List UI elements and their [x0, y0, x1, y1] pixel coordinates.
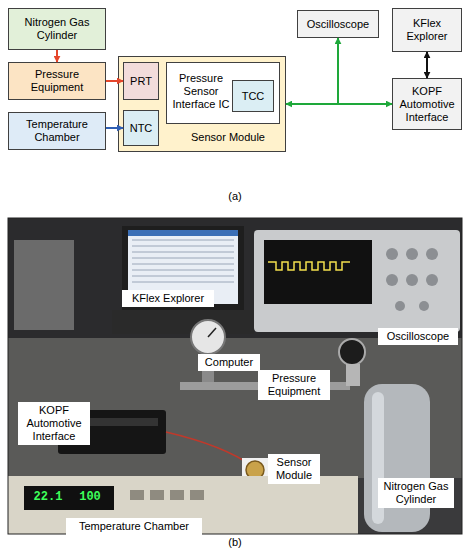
photo-label: Computer: [198, 354, 260, 371]
oscilloscope-body: [254, 230, 460, 332]
signal-trace: [268, 262, 350, 270]
node-label: NTC: [130, 122, 153, 135]
source-box: Nitrogen Gas Cylinder: [8, 8, 106, 50]
connector-arrow: [286, 38, 338, 104]
instrument-box: Oscilloscope: [297, 10, 379, 38]
laptop-lid: [122, 226, 244, 310]
circuit-box: TCC: [232, 80, 274, 112]
sensor-box: NTC: [123, 110, 159, 146]
photo-label: Pressure Equipment: [258, 370, 330, 400]
gauge-needle: [208, 328, 216, 337]
laptop-base: [112, 310, 254, 334]
photo-wall: [8, 218, 462, 338]
photo-frame: [8, 218, 462, 534]
connector-arrow: [56, 50, 58, 62]
photo-label: Sensor Module: [268, 454, 320, 484]
connector-arrow: [286, 103, 392, 105]
oscilloscope-knobs: [386, 248, 438, 311]
node-label: KFlex Explorer: [393, 17, 461, 43]
equipment-box: Temperature Chamber: [8, 112, 106, 150]
oscilloscope-screen: [264, 240, 372, 304]
photo-label: KOPF Automotive Interface: [18, 402, 90, 445]
node-label: TCC: [242, 90, 265, 103]
node-label: Pressure Equipment: [9, 68, 105, 94]
node-label: KOPF Automotive Interface: [393, 85, 461, 124]
photo-background: [8, 218, 462, 534]
node-label: Nitrogen Gas Cylinder: [9, 16, 105, 42]
software-table: [132, 240, 234, 282]
node-label: PRT: [130, 75, 152, 88]
node-label: Sensor Module: [173, 131, 283, 144]
connector-arrow: [106, 80, 123, 82]
node-label: Oscilloscope: [307, 18, 369, 31]
connector-arrow: [106, 127, 123, 129]
background-equipment: [14, 240, 74, 330]
sensor-cable: [166, 432, 252, 466]
ic-box: TCC Pressure Sensor Interface IC: [166, 62, 280, 124]
photo-label: Nitrogen Gas Cylinder: [378, 478, 454, 508]
connector-arrow: [426, 52, 428, 78]
regulator-valve: [346, 364, 360, 386]
node-label: Pressure Sensor Interface IC: [170, 72, 232, 111]
temperature-chamber-body: [8, 476, 358, 534]
module-group: PRT TCC Pressure Sensor Interface IC NTC Sen…: [118, 56, 286, 152]
node-label: Temperature Chamber: [9, 118, 105, 144]
display-reading: 22.1: [28, 491, 68, 504]
chamber-buttons: [130, 490, 204, 500]
display-reading: 100: [70, 491, 110, 504]
sensor-box: PRT: [123, 62, 159, 100]
chamber-display: [24, 486, 114, 510]
window-titlebar: [128, 230, 238, 236]
photo-label: Oscilloscope: [378, 328, 458, 345]
photo-label: KFlex Explorer: [122, 290, 214, 307]
subfigure-label: (a): [220, 190, 250, 203]
photo-label: Temperature Chamber: [66, 518, 202, 535]
equipment-box: Pressure Equipment: [8, 62, 106, 100]
subfigure-label: (b): [220, 536, 250, 549]
gas-cylinder: [364, 384, 430, 532]
pressure-gauge: [191, 320, 225, 354]
software-box: KFlex Explorer: [392, 8, 462, 52]
regulator-gauge: [339, 339, 365, 365]
interface-box: KOPF Automotive Interface: [392, 78, 462, 130]
